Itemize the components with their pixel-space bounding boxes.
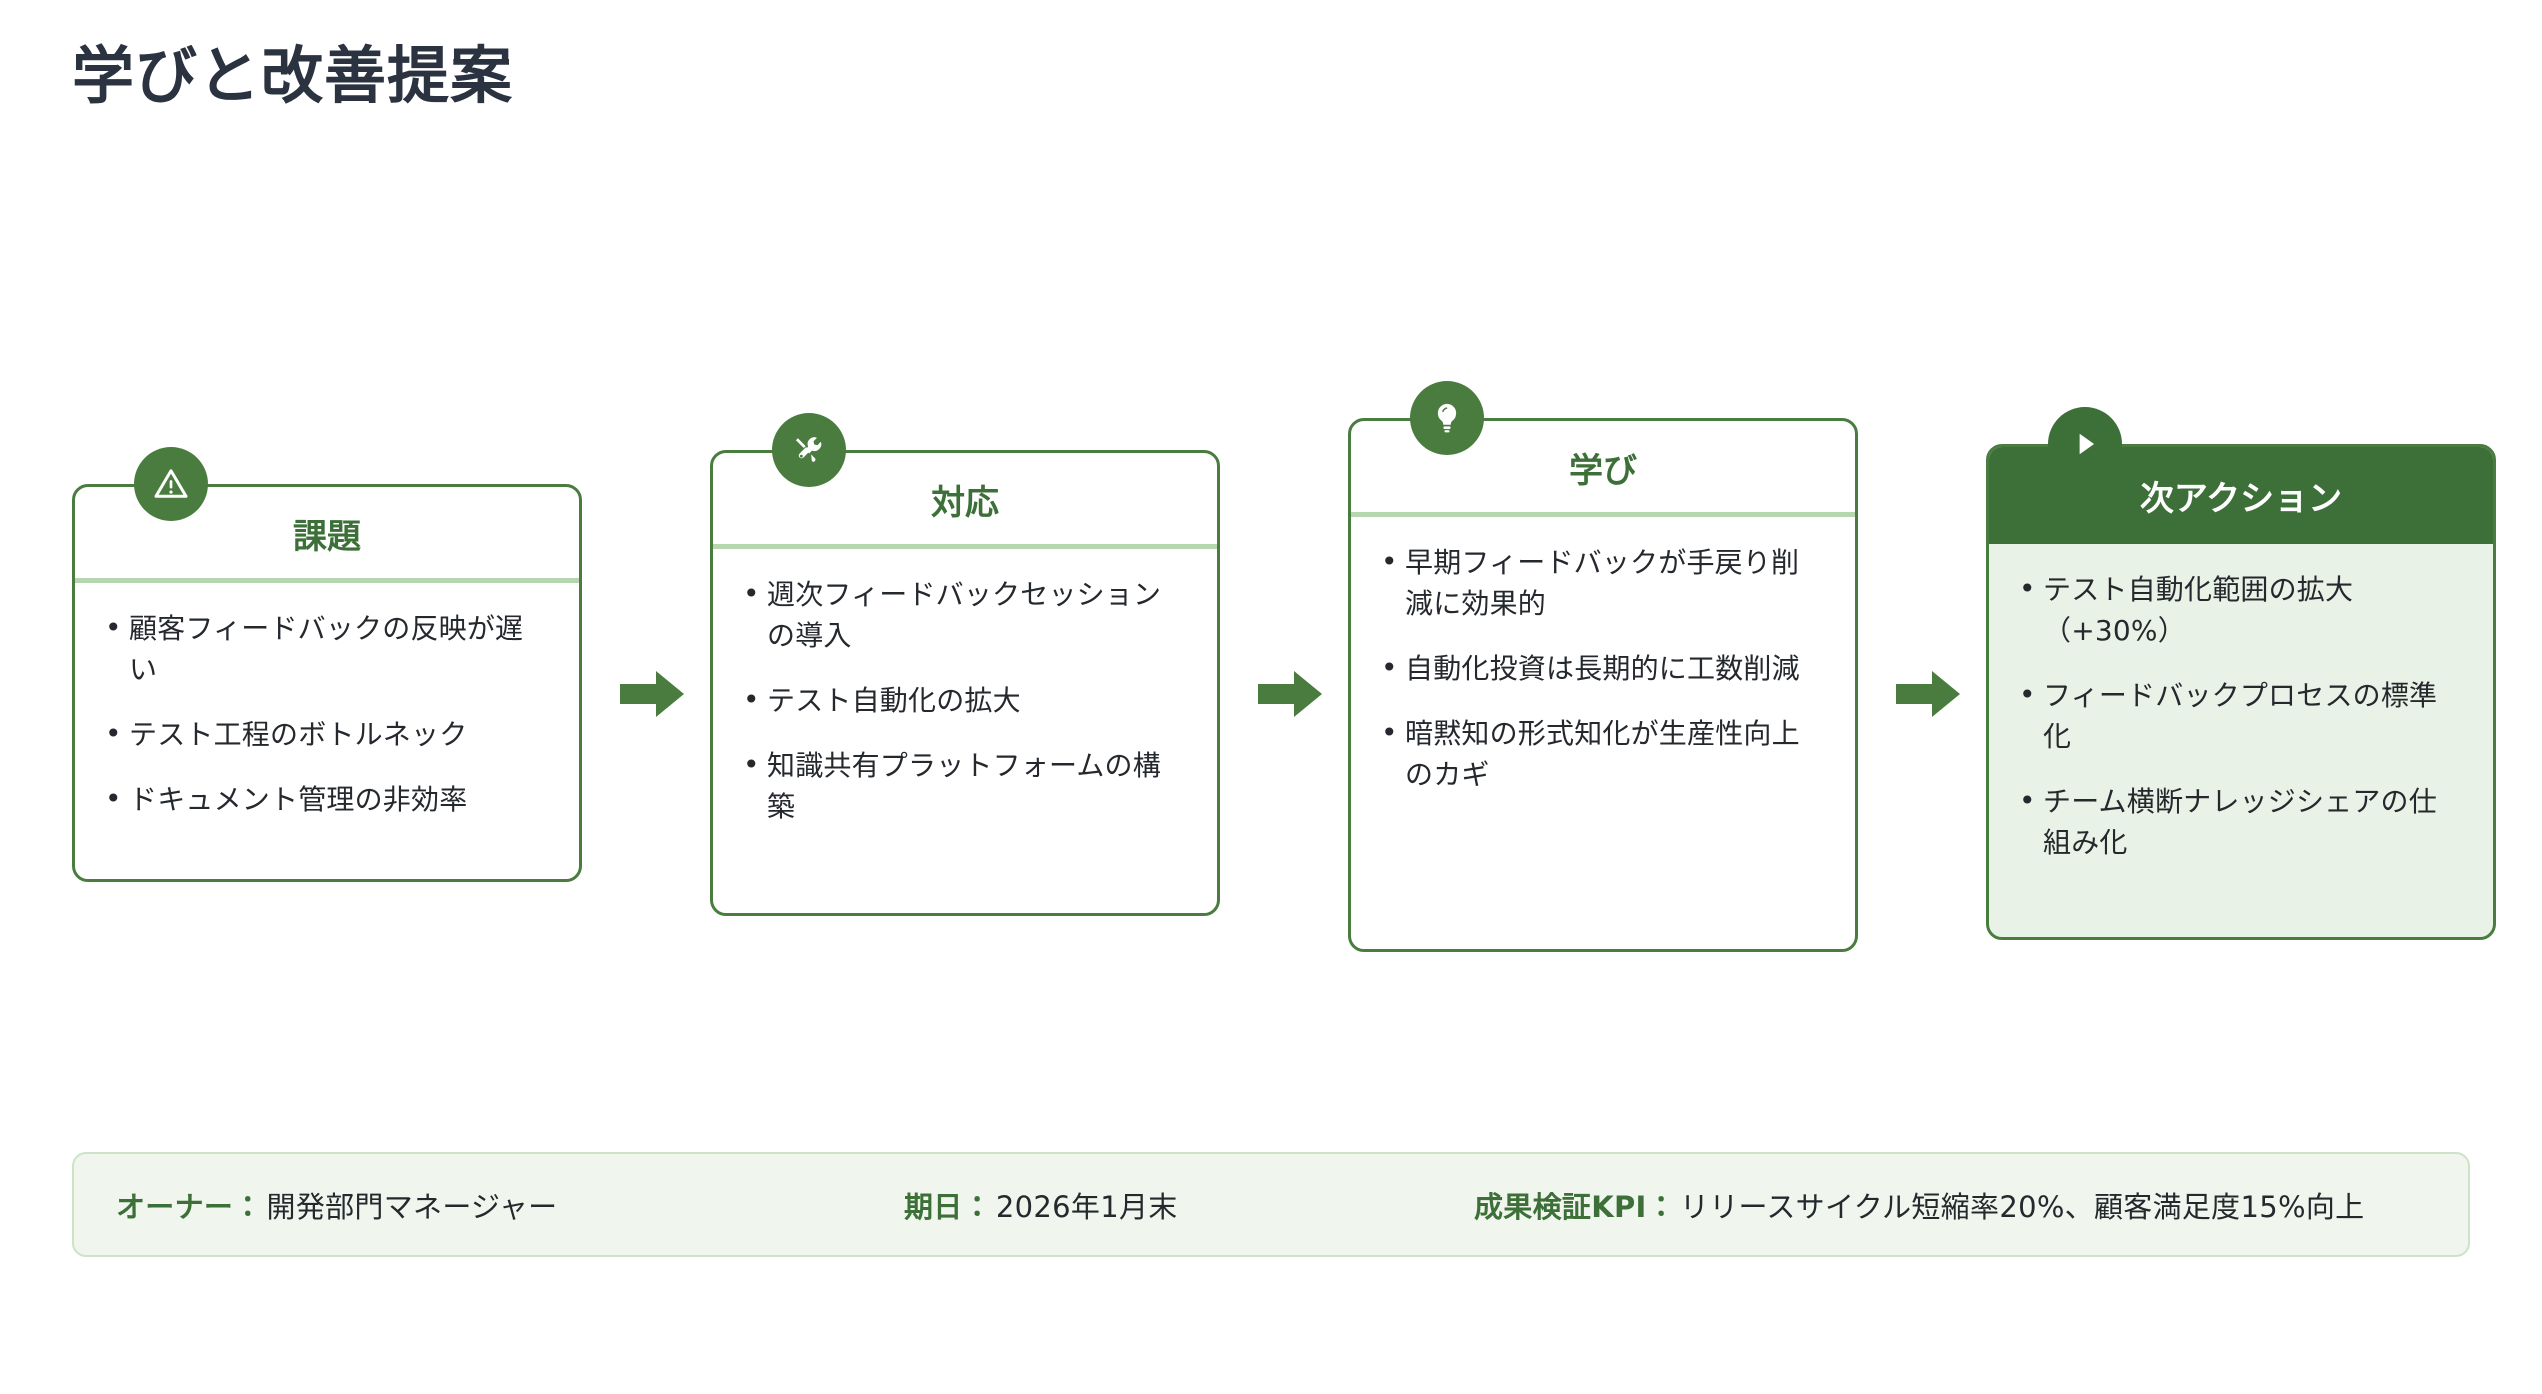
card-title: 課題 <box>293 517 361 557</box>
footer-owner: オーナー： 開発部門マネージャー <box>116 1184 558 1226</box>
footer-kpi: 成果検証KPI： リリースサイクル短縮率20%、顧客満足度15%向上 <box>1474 1184 2364 1226</box>
list-item: テスト自動化の拡大 <box>741 680 1189 722</box>
process-flow: 課題 顧客フィードバックの反映が遅い テスト工程のボトルネック ドキュメント管理… <box>72 381 2496 960</box>
footer-owner-label: オーナー： <box>116 1189 263 1224</box>
footer-duedate-label: 期日： <box>904 1189 992 1224</box>
footer-duedate: 期日： 2026年1月末 <box>904 1184 1178 1226</box>
flow-step-3: 学び 早期フィードバックが手戻り削減に効果的 自動化投資は長期的に工数削減 暗黙… <box>1348 381 1858 960</box>
card-taiou[interactable]: 対応 週次フィードバックセッションの導入 テスト自動化の拡大 知識共有プラットフ… <box>710 450 1220 916</box>
card-title: 次アクション <box>2139 479 2343 519</box>
list-item: 自動化投資は長期的に工数削減 <box>1379 648 1827 690</box>
list-item: テスト工程のボトルネック <box>103 714 551 756</box>
footer-meta-bar: オーナー： 開発部門マネージャー 期日： 2026年1月末 成果検証KPI： リ… <box>72 1152 2470 1257</box>
list-item: ドキュメント管理の非効率 <box>103 779 551 821</box>
card-body: テスト自動化範囲の拡大（+30%） フィードバックプロセスの標準化 チーム横断ナ… <box>1989 544 2493 885</box>
arrow-right-icon <box>1896 668 1960 720</box>
bullet-list: 週次フィードバックセッションの導入 テスト自動化の拡大 知識共有プラットフォーム… <box>741 574 1189 828</box>
card-header: 対応 <box>713 453 1217 544</box>
card-body: 顧客フィードバックの反映が遅い テスト工程のボトルネック ドキュメント管理の非効… <box>75 583 579 843</box>
card-header: 学び <box>1351 421 1855 512</box>
play-icon <box>2048 407 2122 481</box>
bullet-list: 早期フィードバックが手戻り削減に効果的 自動化投資は長期的に工数削減 暗黙知の形… <box>1379 542 1827 796</box>
card-body: 早期フィードバックが手戻り削減に効果的 自動化投資は長期的に工数削減 暗黙知の形… <box>1351 517 1855 817</box>
list-item: 週次フィードバックセッションの導入 <box>741 574 1189 657</box>
card-divider <box>1351 512 1855 518</box>
card-title: 対応 <box>931 483 999 523</box>
bullet-list: テスト自動化範囲の拡大（+30%） フィードバックプロセスの標準化 チーム横断ナ… <box>2017 569 2465 864</box>
footer-kpi-value: リリースサイクル短縮率20%、顧客満足度15%向上 <box>1679 1189 2365 1224</box>
footer-duedate-value: 2026年1月末 <box>995 1189 1178 1224</box>
lightbulb-icon <box>1410 381 1484 455</box>
list-item: 顧客フィードバックの反映が遅い <box>103 608 551 691</box>
card-next-action[interactable]: 次アクション テスト自動化範囲の拡大（+30%） フィードバックプロセスの標準化… <box>1986 444 2496 940</box>
flow-step-2: 対応 週次フィードバックセッションの導入 テスト自動化の拡大 知識共有プラットフ… <box>710 400 1220 960</box>
bullet-list: 顧客フィードバックの反映が遅い テスト工程のボトルネック ドキュメント管理の非効… <box>103 608 551 821</box>
card-title: 学び <box>1569 451 1637 491</box>
arrow-right-icon <box>1258 668 1322 720</box>
card-kadai[interactable]: 課題 顧客フィードバックの反映が遅い テスト工程のボトルネック ドキュメント管理… <box>72 484 582 882</box>
tools-icon <box>772 413 846 487</box>
warning-triangle-icon <box>134 447 208 521</box>
footer-owner-value: 開発部門マネージャー <box>266 1189 558 1224</box>
list-item: フィードバックプロセスの標準化 <box>2017 675 2465 758</box>
list-item: チーム横断ナレッジシェアの仕組み化 <box>2017 781 2465 864</box>
footer-kpi-label: 成果検証KPI： <box>1474 1189 1676 1224</box>
page-title: 学びと改善提案 <box>72 39 514 112</box>
list-item: 暗黙知の形式知化が生産性向上のカギ <box>1379 713 1827 796</box>
arrow-right-icon <box>620 668 684 720</box>
flow-step-4: 次アクション テスト自動化範囲の拡大（+30%） フィードバックプロセスの標準化… <box>1986 400 2496 960</box>
list-item: 知識共有プラットフォームの構築 <box>741 745 1189 828</box>
card-divider <box>75 578 579 584</box>
list-item: テスト自動化範囲の拡大（+30%） <box>2017 569 2465 652</box>
card-divider <box>713 544 1217 550</box>
list-item: 早期フィードバックが手戻り削減に効果的 <box>1379 542 1827 625</box>
card-manabi[interactable]: 学び 早期フィードバックが手戻り削減に効果的 自動化投資は長期的に工数削減 暗黙… <box>1348 418 1858 952</box>
card-body: 週次フィードバックセッションの導入 テスト自動化の拡大 知識共有プラットフォーム… <box>713 549 1217 849</box>
card-header: 課題 <box>75 487 579 578</box>
flow-step-1: 課題 顧客フィードバックの反映が遅い テスト工程のボトルネック ドキュメント管理… <box>72 400 582 960</box>
